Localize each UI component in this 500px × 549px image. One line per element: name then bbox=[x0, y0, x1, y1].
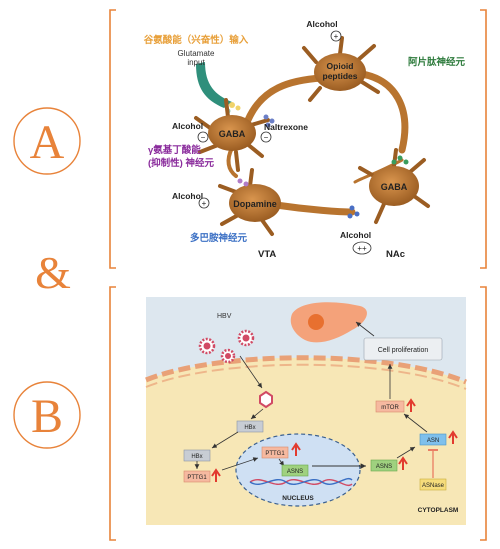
alcohol-nac-sign-circle bbox=[352, 241, 372, 255]
pttg1-label-1: PTTG1 bbox=[187, 475, 207, 481]
naltrexone-label: Naltrexone bbox=[264, 122, 308, 132]
dopamine-cn-label: 多巴胺神经元 bbox=[190, 232, 248, 244]
alcohol-nac-label: Alcohol bbox=[340, 230, 371, 240]
naltrexone-sign: − bbox=[264, 133, 269, 142]
ampersand: & bbox=[35, 247, 71, 298]
glutamate-en-label-2: input bbox=[187, 58, 205, 67]
asns-label-1: ASNS bbox=[287, 469, 303, 475]
dna-helix bbox=[249, 477, 353, 487]
cytoplasm-label: CYTOPLASM bbox=[418, 507, 459, 514]
alcohol-left-sign-circle bbox=[197, 131, 209, 143]
letter-a-circle: A bbox=[13, 107, 81, 175]
pttg1-up-arrow-2 bbox=[291, 442, 301, 456]
nucleus-label: NUCLEUS bbox=[282, 495, 314, 502]
alcohol-left-label: Alcohol bbox=[172, 121, 203, 131]
bracket-b bbox=[109, 286, 487, 541]
panel-a: GABA Opioid peptides Dopamine GABA bbox=[144, 19, 466, 260]
pttg1-box-1 bbox=[183, 470, 211, 483]
gaba-cn-label-2: (抑制性) 神经元 bbox=[148, 157, 214, 169]
glutamate-en-label-1: Glutamate bbox=[178, 49, 215, 58]
axon-gaba-opioid bbox=[244, 74, 326, 124]
gaba-vta-label: GABA bbox=[219, 129, 246, 139]
letter-b: B bbox=[31, 390, 63, 443]
cell-membrane bbox=[145, 355, 467, 385]
glutamate-cn-label: 谷氨酸能（兴奋性）输入 bbox=[144, 34, 249, 46]
asn-up-arrow bbox=[448, 430, 458, 444]
vesicles bbox=[237, 114, 409, 219]
gaba-vta-neuron: GABA bbox=[194, 98, 270, 172]
mtor-label: mTOR bbox=[381, 405, 399, 411]
gaba-nac-neuron: GABA bbox=[358, 148, 430, 224]
vta-label: VTA bbox=[258, 249, 276, 260]
asn-label: ASN bbox=[427, 438, 439, 444]
axon-dopamine-nac bbox=[272, 201, 356, 216]
alcohol-mid-label: Alcohol bbox=[172, 191, 203, 201]
opioid-label-2: peptides bbox=[323, 71, 358, 81]
gaba-cn-label-1: γ氨基丁酸能 bbox=[148, 144, 201, 156]
asns-box-2 bbox=[370, 459, 398, 472]
hbv-virions bbox=[198, 329, 255, 364]
hbv-genome-icon bbox=[259, 390, 273, 409]
alcohol-left-sign: − bbox=[201, 133, 206, 142]
opioid-neuron: Opioid peptides bbox=[302, 36, 380, 102]
asnase-label: ASNase bbox=[422, 483, 445, 489]
asns-box-1 bbox=[281, 464, 309, 477]
dopamine-label: Dopamine bbox=[233, 199, 277, 209]
letter-b-circle: B bbox=[13, 381, 81, 449]
pttg1-up-arrow-1 bbox=[211, 468, 221, 482]
cell-proliferation-label: Cell proliferation bbox=[378, 347, 429, 354]
letter-a: A bbox=[30, 116, 65, 169]
glutamate-axon bbox=[196, 62, 232, 108]
hbx-label-1: HBx bbox=[244, 425, 255, 431]
hbx-label-2: HBx bbox=[191, 454, 202, 460]
asns-up-arrow bbox=[398, 456, 408, 470]
alcohol-top-sign: + bbox=[334, 32, 339, 41]
mtor-up-arrow bbox=[406, 398, 416, 412]
naltrexone-sign-circle bbox=[260, 131, 272, 143]
alcohol-top-label: Alcohol bbox=[306, 19, 337, 29]
gaba-nac-label: GABA bbox=[381, 182, 408, 192]
panel-b: HBV HBx HBx PTTG1 PTTG1 ASNS bbox=[145, 297, 467, 525]
asn-box bbox=[419, 433, 447, 446]
mtor-box bbox=[375, 400, 405, 413]
alcohol-mid-sign-circle bbox=[198, 197, 210, 209]
cell-proliferation-box bbox=[363, 337, 443, 361]
alcohol-nac-sign: ++ bbox=[357, 244, 367, 253]
opioid-cn-label: 阿片肽神经元 bbox=[408, 56, 466, 68]
pttg1-label-2: PTTG1 bbox=[265, 451, 285, 457]
pttg1-box-2 bbox=[261, 446, 289, 459]
alcohol-mid-sign: + bbox=[202, 199, 207, 208]
bracket-a bbox=[109, 9, 487, 269]
asnase-box bbox=[419, 478, 447, 491]
nac-label: NAc bbox=[386, 249, 405, 260]
dopamine-neuron: Dopamine bbox=[218, 168, 281, 236]
liver-icon bbox=[290, 302, 367, 343]
axon-opioid-nac bbox=[358, 70, 409, 154]
alcohol-top-sign-circle bbox=[330, 30, 342, 42]
asns-label-2: ASNS bbox=[376, 464, 392, 470]
hbv-label: HBV bbox=[217, 313, 232, 320]
opioid-label-1: Opioid bbox=[327, 61, 354, 71]
hbx-box-1 bbox=[236, 420, 264, 433]
